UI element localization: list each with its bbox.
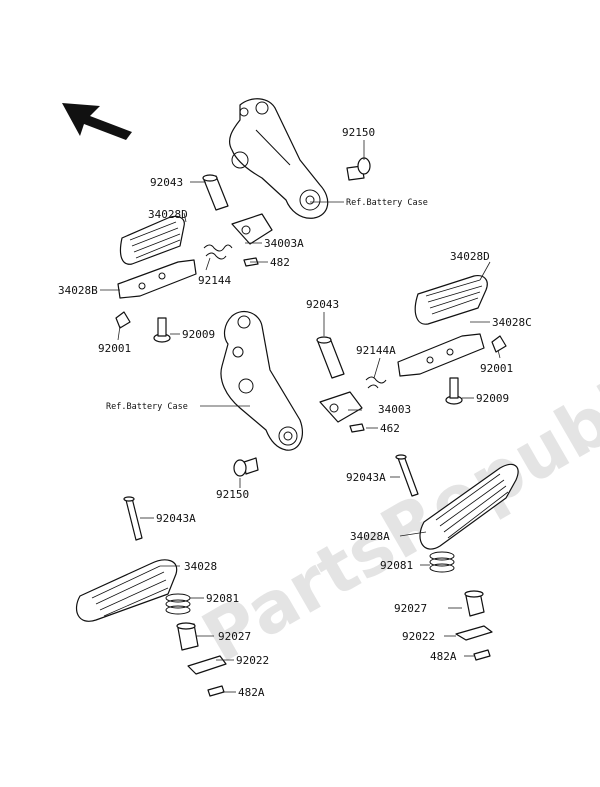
- label-92043-top: 92043: [150, 176, 183, 189]
- label-34028D-right: 34028D: [450, 250, 490, 263]
- spring-92081-left: [165, 593, 191, 615]
- footpeg-34028B: [117, 259, 197, 299]
- label-92009-left: 92009: [182, 328, 215, 341]
- clip-482A-right: [473, 649, 491, 661]
- label-34028: 34028: [184, 560, 217, 573]
- bracket-34003A: [231, 213, 273, 245]
- upper-bracket: [228, 98, 329, 219]
- label-92001-left: 92001: [98, 342, 131, 355]
- label-92144: 92144: [198, 274, 231, 287]
- leader-lines: [100, 140, 501, 693]
- label-92022-left: 92022: [236, 654, 269, 667]
- label-34028A: 34028A: [350, 530, 390, 543]
- footpeg-34028C: [397, 333, 485, 377]
- clip-462: [349, 423, 365, 433]
- pin-92043-top: [202, 174, 229, 211]
- label-92081-left: 92081: [206, 592, 239, 605]
- label-482: 482: [270, 256, 290, 269]
- label-34028B: 34028B: [58, 284, 98, 297]
- plate-92022-left: [187, 655, 227, 675]
- label-34028D-left: 34028D: [148, 208, 188, 221]
- bolt-92009-right: [445, 377, 463, 405]
- footpeg-rubber-34028D-left: [119, 215, 185, 265]
- label-34003A: 34003A: [264, 237, 304, 250]
- pin-92043A-right: [395, 454, 419, 497]
- spring-92144A: [365, 376, 387, 389]
- pin-92043A-left: [123, 496, 143, 541]
- front-arrow-icon: [62, 103, 132, 140]
- bracket-34003: [319, 391, 363, 423]
- label-34003: 34003: [378, 403, 411, 416]
- label-92081-right: 92081: [380, 559, 413, 572]
- ref-battery-case-lower: Ref.Battery Case: [106, 402, 188, 412]
- label-92144A: 92144A: [356, 344, 396, 357]
- label-92043-mid: 92043: [306, 298, 339, 311]
- label-92150-bottom: 92150: [216, 488, 249, 501]
- plunger-92027-left: [176, 622, 199, 651]
- label-482A-right: 482A: [430, 650, 457, 663]
- label-462: 462: [380, 422, 400, 435]
- label-34028C: 34028C: [492, 316, 532, 329]
- label-92009-right: 92009: [476, 392, 509, 405]
- label-92043A-left: 92043A: [156, 512, 196, 525]
- bolt-92150-bottom: [233, 457, 259, 477]
- bolt-92009-left: [153, 317, 171, 343]
- bolt-92001-left: [115, 311, 131, 329]
- ref-battery-case-upper: Ref.Battery Case: [346, 198, 428, 208]
- label-92043A-right: 92043A: [346, 471, 386, 484]
- spring-92081-right: [429, 551, 455, 573]
- label-92001-right: 92001: [480, 362, 513, 375]
- pin-92043-mid: [316, 336, 345, 379]
- bolt-92001-right: [491, 335, 507, 353]
- label-92027-left: 92027: [218, 630, 251, 643]
- footpeg-34028: [75, 559, 178, 622]
- spring-92144: [203, 244, 233, 260]
- clip-482A-left: [207, 685, 225, 697]
- footpeg-34028A: [419, 463, 519, 550]
- label-92027-right: 92027: [394, 602, 427, 615]
- label-482A-left: 482A: [238, 686, 265, 699]
- label-92150-top: 92150: [342, 126, 375, 139]
- plate-92022-right: [455, 625, 493, 641]
- bolt-92150-top: [346, 157, 371, 181]
- footpeg-rubber-34028D-right: [414, 275, 488, 325]
- label-92022-right: 92022: [402, 630, 435, 643]
- lower-bracket: [220, 311, 303, 451]
- plunger-92027-right: [464, 590, 485, 617]
